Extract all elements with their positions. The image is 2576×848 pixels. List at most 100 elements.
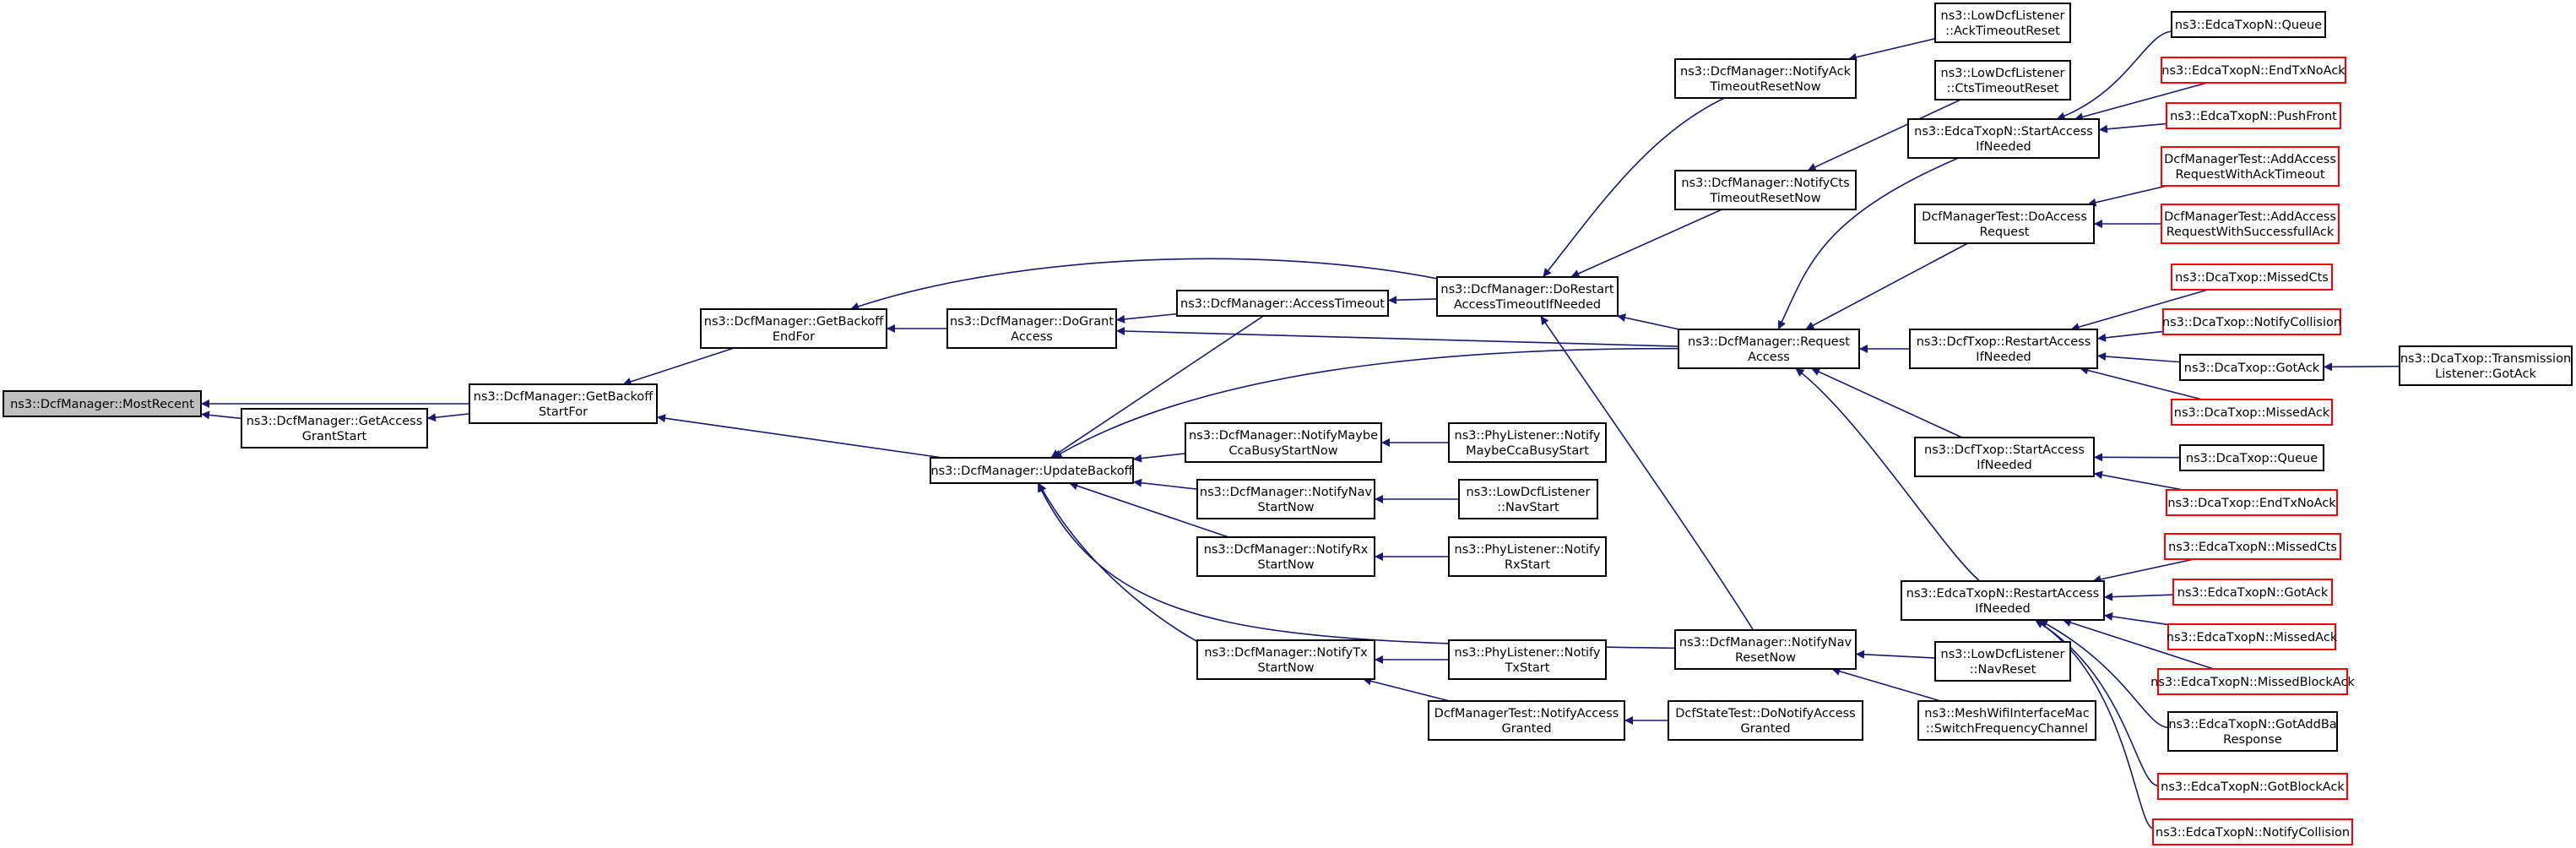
node-label-line: Access (1748, 351, 1790, 364)
node-box (1907, 118, 2100, 159)
node-label-line: ns3::EdcaTxopN::NotifyCollision (2156, 826, 2350, 840)
node-emc[interactable]: ns3::EdcaTxopN::MissedCts (2164, 533, 2341, 560)
node-box (1176, 290, 1389, 317)
node-box (2161, 204, 2340, 244)
node-label-line: AccessTimeoutIfNeeded (1454, 298, 1601, 312)
node-eetna[interactable]: ns3::EdcaTxopN::EndTxNoAck (2161, 57, 2346, 84)
node-box (2171, 264, 2333, 291)
edge-line (2093, 470, 2183, 491)
node-dtetna[interactable]: ns3::DcaTxop::EndTxNoAck (2166, 489, 2338, 516)
node-drati[interactable]: ns3::DcfManager::DoRestartAccessTimeoutI… (1436, 276, 1619, 317)
node-label-line: StartFor (539, 405, 588, 419)
node-ldatr[interactable]: ns3::LowDcfListener::AckTimeoutReset (1934, 3, 2071, 43)
edge-line (849, 258, 1438, 311)
node-dtmc[interactable]: ns3::DcaTxop::MissedCts (2171, 264, 2333, 291)
edge-line (2038, 619, 2169, 729)
edge-dtma-to-dtrai (2079, 366, 2203, 400)
node-label-line: ns3::EdcaTxopN::GotBlockAck (2161, 780, 2345, 794)
node-label-line: ns3::DcfManager::NotifyTx (1204, 646, 1368, 660)
edge-line (1847, 38, 1936, 62)
node-label-line: ::SwitchFrequencyChannel (1926, 722, 2088, 736)
node-box (1934, 3, 2071, 43)
node-label-line: TimeoutResetNow (1709, 192, 1820, 205)
node-box (700, 308, 887, 349)
node-label-line: ns3::PhyListener::Notify (1455, 429, 1601, 443)
edge-emc-to-erai (2092, 558, 2194, 584)
node-label-line: ns3::DcfTxop::StartAccess (1924, 443, 2085, 457)
node-at[interactable]: ns3::DcfManager::AccessTimeout (1176, 290, 1389, 317)
edge-line (1804, 242, 1969, 330)
node-box (2162, 308, 2341, 335)
edge-line (2103, 612, 2169, 626)
node-label-line: TimeoutResetNow (1709, 80, 1820, 94)
node-dtma[interactable]: ns3::DcaTxop::MissedAck (2171, 399, 2333, 426)
node-ub[interactable]: ns3::DcfManager::UpdateBackoff (930, 457, 1134, 484)
node-dmtarwsa[interactable]: DcfManagerTest::AddAccessRequestWithSucc… (2161, 204, 2340, 244)
node-box (1668, 700, 1863, 741)
node-egba[interactable]: ns3::EdcaTxopN::GotBlockAck (2157, 773, 2348, 800)
node-label-line: ns3::LowDcfListener (1467, 486, 1591, 499)
node-box (1196, 536, 1375, 577)
node-label-line: RequestWithAckTimeout (2175, 168, 2324, 182)
node-box (2179, 354, 2324, 381)
node-dttlga[interactable]: ns3::DcaTxop::TransmissionListener::GotA… (2399, 345, 2573, 386)
node-dtga[interactable]: ns3::DcaTxop::GotAck (2179, 354, 2324, 381)
edge-line (2079, 366, 2203, 400)
node-dtq[interactable]: ns3::DcaTxop::Queue (2179, 444, 2324, 471)
node-dtnc[interactable]: ns3::DcaTxop::NotifyCollision (2162, 308, 2341, 335)
node-label-line: ns3::MeshWifiInterfaceMac (1924, 707, 2089, 720)
node-label-line: MaybeCcaBusyStart (1466, 444, 1589, 458)
edge-line (1387, 296, 1438, 305)
node-mwsfc[interactable]: ns3::MeshWifiInterfaceMac::SwitchFrequen… (1917, 700, 2096, 741)
node-box (2157, 773, 2348, 800)
node-ema[interactable]: ns3::EdcaTxopN::MissedAck (2167, 623, 2338, 650)
node-dmtarwat[interactable]: DcfManagerTest::AddAccessRequestWithAckT… (2161, 146, 2340, 187)
node-box (1901, 580, 2105, 621)
node-emba[interactable]: ns3::EdcaTxopN::MissedBlockAck (2150, 668, 2355, 695)
node-box (2161, 146, 2340, 187)
node-box (930, 457, 1134, 484)
node-box (3, 390, 202, 417)
node-ldctr[interactable]: ns3::LowDcfListener::CtsTimeoutReset (1934, 60, 2071, 101)
edge-line (2103, 592, 2174, 601)
node-plmcb[interactable]: ns3::PhyListener::NotifyMaybeCcaBusyStar… (1448, 422, 1607, 463)
node-enc[interactable]: ns3::EdcaTxopN::NotifyCollision (2152, 818, 2353, 845)
edge-dtetna-to-dtsai (2093, 470, 2183, 491)
node-ldns[interactable]: ns3::LowDcfListener::NavStart (1458, 479, 1598, 519)
edge-dmtarwat-to-dmtdar (2087, 185, 2167, 207)
node-natr[interactable]: ns3::DcfManager::NotifyAckTimeoutResetNo… (1674, 58, 1857, 99)
edge-line (2087, 185, 2167, 207)
node-label-line: RequestWithSuccessfullAck (2167, 226, 2335, 239)
node-nctr[interactable]: ns3::DcfManager::NotifyCtsTimeoutResetNo… (1674, 170, 1857, 210)
node-nmcb[interactable]: ns3::DcfManager::NotifyMaybeCcaBusyStart… (1185, 422, 1382, 463)
node-label-line: StartNow (1258, 558, 1315, 572)
node-label-line: ::AckTimeoutReset (1945, 24, 2060, 38)
node-ega[interactable]: ns3::EdcaTxopN::GotAck (2172, 579, 2333, 606)
node-eq[interactable]: ns3::EdcaTxopN::Queue (2171, 11, 2326, 38)
node-epf[interactable]: ns3::EdcaTxopN::PushFront (2166, 102, 2341, 129)
node-ldnr[interactable]: ns3::LowDcfListener::NavReset (1934, 641, 2071, 682)
edge-ldnr-to-nnrn (1855, 650, 1936, 659)
node-box (1934, 641, 2071, 682)
node-box (1436, 276, 1619, 317)
edge-at-to-dga (1115, 313, 1178, 323)
